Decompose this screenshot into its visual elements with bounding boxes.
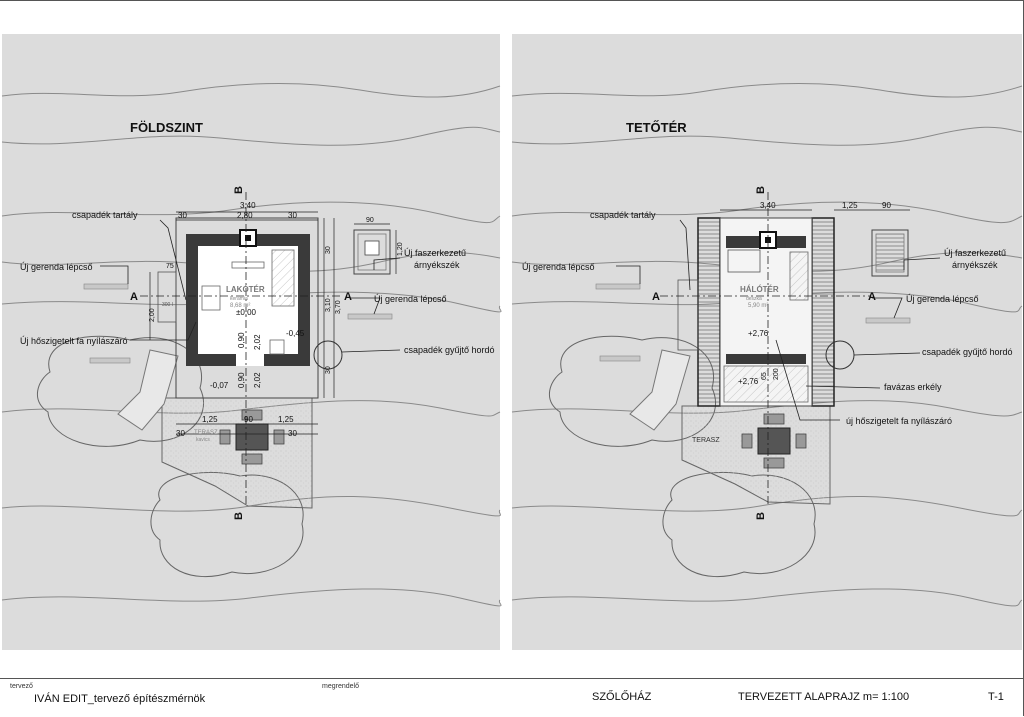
label-gutter-tank: csapadék tartály [72, 210, 138, 220]
attic-section-b-top: B [755, 186, 767, 194]
designer-name: IVÁN EDIT_tervező építészmérnök [34, 693, 206, 705]
attic-label-balcony: favázas erkély [884, 382, 942, 392]
ground-floor-title: FÖLDSZINT [130, 120, 203, 135]
attic-label-shed-2: árnyékszék [952, 260, 998, 270]
dim-left-75: 75 [166, 263, 174, 270]
terrace-name: TERASZ [194, 430, 218, 436]
dim-shed-90: 90 [366, 217, 374, 224]
dim-top-right: 30 [288, 211, 297, 220]
dim-door-202b: 2,02 [253, 372, 262, 388]
attic-room-floor: deszka [746, 296, 762, 302]
level-step: -0,45 [286, 329, 305, 338]
dim-side-370: 3,70 [335, 300, 342, 314]
attic-label-ladder-2: Új gerenda lépcső [906, 294, 979, 304]
ground-floor-labels: FÖLDSZINT B B A A LAKÓTÉR kerámia 8,68 m… [20, 120, 495, 520]
ground-floor-panel [1, 34, 502, 650]
attic-labels: TETŐTÉR B B A A HÁLÓTÉR deszka 5,90 m² +… [522, 120, 1013, 520]
dim-door-090b: 0,90 [237, 372, 246, 388]
client-label: megrendelő [322, 683, 359, 690]
attic-label-shutter: új hőszigetelt fa nyílászáró [846, 416, 952, 426]
dim-top-left: 30 [178, 211, 187, 220]
attic-dim-65: 65 [761, 372, 768, 380]
attic-level-upper: +2,76 [748, 329, 769, 338]
drawing-title: TERVEZETT ALAPRAJZ m= 1:100 [738, 691, 910, 703]
dim-top-total: 3,40 [240, 201, 256, 210]
label-barrel: csapadék gyűjtő hordó [404, 345, 495, 355]
level-main: ±0,00 [236, 308, 257, 317]
dim-side-30a: 30 [325, 246, 332, 254]
dim-left-200: 2,00 [149, 308, 156, 322]
attic-level-balcony: +2,76 [738, 377, 759, 386]
section-label-a-left: A [130, 291, 138, 303]
level-ground: -0,07 [210, 381, 229, 390]
dim-side-30b: 30 [325, 366, 332, 374]
attic-panel [511, 34, 1023, 650]
dim-ter-125b: 1,25 [278, 415, 294, 424]
attic-dim-top-total: 3,40 [760, 201, 776, 210]
attic-section-a-left: A [652, 291, 660, 303]
attic-label-ladder-1: Új gerenda lépcső [522, 262, 595, 272]
attic-label-gutter-tank: csapadék tartály [590, 210, 656, 220]
attic-dim-90: 90 [882, 201, 891, 210]
dim-door-202a: 2,02 [253, 334, 262, 350]
label-shed-1: Új faszerkezetű [404, 248, 466, 258]
dim-side-310: 3,10 [325, 298, 332, 312]
designer-label: tervező [10, 683, 33, 690]
room-name: LAKÓTÉR [226, 285, 265, 294]
attic-dim-125: 1,25 [842, 201, 858, 210]
attic-section-a-right: A [868, 291, 876, 303]
attic-room-area: 5,90 m² [748, 303, 768, 309]
section-label-b-bottom: B [233, 512, 245, 520]
dim-shed-120: 1,20 [397, 242, 404, 256]
label-shutter: Új hőszigetelt fa nyílászáró [20, 336, 128, 346]
label-ladder-1: Új gerenda lépcső [20, 262, 93, 272]
dim-ter-125a: 1,25 [202, 415, 218, 424]
section-label-b-top: B [233, 186, 245, 194]
label-shed-2: árnyékszék [414, 260, 460, 270]
project-name: SZŐLŐHÁZ [592, 691, 652, 703]
dim-ter-30b: 30 [288, 429, 297, 438]
room-area: 8,68 m² [230, 303, 250, 309]
label-ladder-2: Új gerenda lépcső [374, 294, 447, 304]
attic-terrace-name: TERASZ [692, 437, 720, 444]
dim-ter-30a: 30 [176, 429, 185, 438]
attic-room-name: HÁLÓTÉR [740, 285, 779, 294]
dim-top-mid: 2,80 [237, 211, 253, 220]
attic-section-b-bottom: B [755, 512, 767, 520]
sheet-number: T-1 [988, 691, 1004, 703]
attic-label-barrel: csapadék gyűjtő hordó [922, 347, 1013, 357]
attic-title: TETŐTÉR [626, 120, 687, 135]
dim-tank-300: 300 l [162, 302, 173, 308]
terrace-floor: kavics [196, 437, 210, 443]
title-block: tervező IVÁN EDIT_tervező építészmérnök … [0, 678, 1024, 717]
attic-label-shed-1: Új faszerkezetű [944, 248, 1006, 258]
attic-dim-200: 200 [773, 368, 780, 380]
room-floor: kerámia [230, 296, 248, 302]
section-label-a-right: A [344, 291, 352, 303]
dim-door-090a: 0,90 [237, 332, 246, 348]
dim-ter-90: 90 [244, 415, 253, 424]
